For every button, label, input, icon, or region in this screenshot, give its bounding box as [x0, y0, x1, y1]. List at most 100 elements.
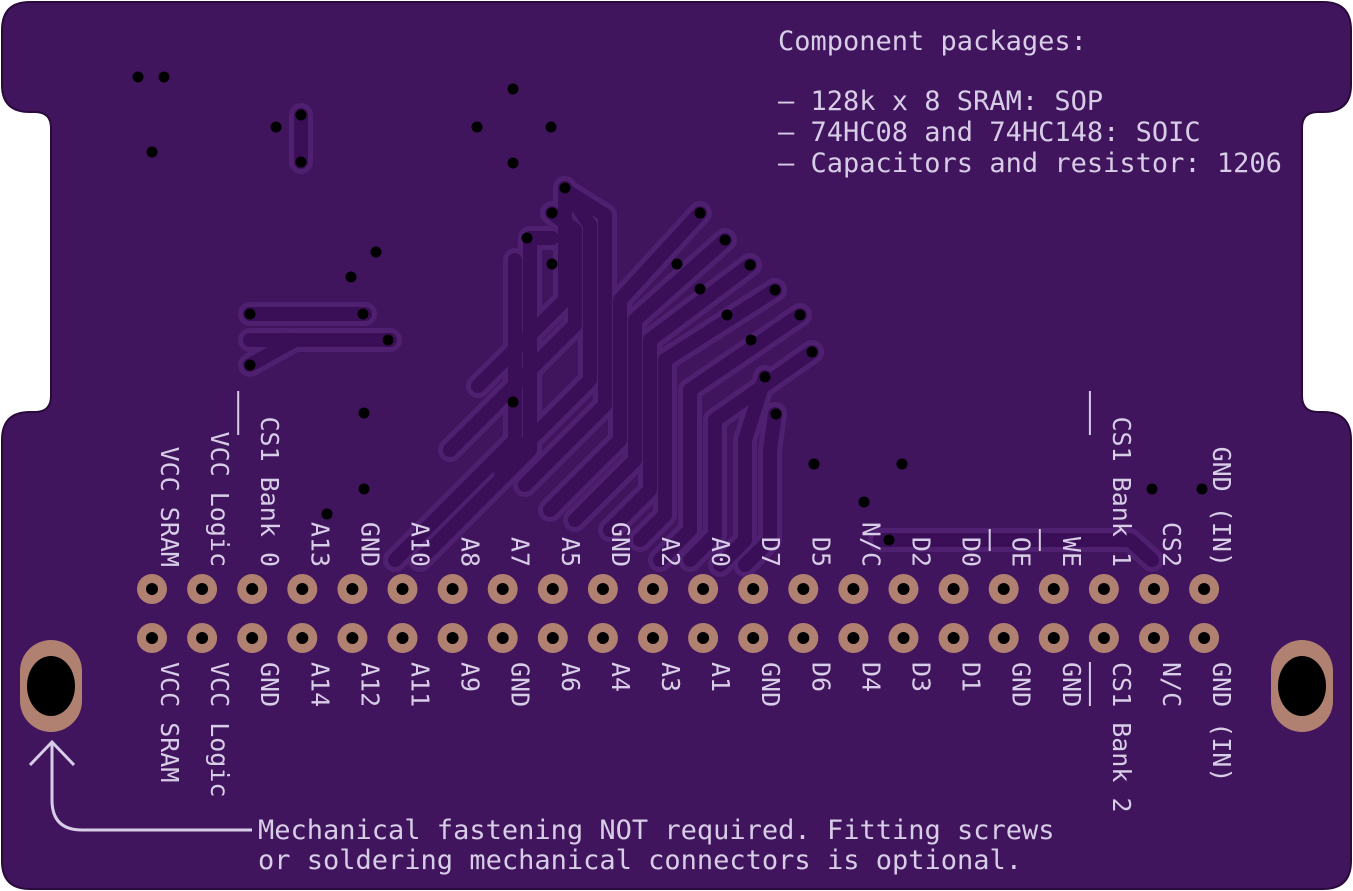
header-pad — [988, 623, 1019, 653]
pin-label: OE — [1007, 537, 1036, 567]
via — [719, 234, 731, 246]
pin-label: CS2 — [1157, 522, 1186, 567]
pin-label: VCC SRAM — [155, 662, 184, 782]
header-pad — [237, 623, 268, 653]
trace — [603, 258, 757, 537]
trace — [873, 533, 1159, 567]
header-pad — [537, 623, 568, 653]
pin-label: GND — [756, 662, 785, 707]
via — [759, 371, 771, 383]
pin-label: A1 — [706, 662, 735, 692]
header-pad — [537, 574, 568, 604]
header-pad — [587, 574, 618, 604]
header-pad — [437, 623, 468, 653]
fastening-line-1: Mechanical fastening NOT required. Fitti… — [258, 815, 1055, 846]
pin-label: A10 — [406, 522, 435, 567]
arrow-head-icon — [28, 739, 76, 767]
via — [545, 121, 557, 133]
via — [769, 284, 781, 296]
via — [808, 458, 820, 470]
header-pad — [287, 574, 318, 604]
pin-label: A6 — [556, 662, 585, 692]
header-pad — [1139, 623, 1169, 653]
pin-label: GND — [355, 522, 384, 567]
packages-title: Component packages: — [778, 26, 1087, 57]
header-pad — [788, 623, 819, 653]
pin-label: GND — [1057, 662, 1086, 707]
pin-label: GND (IN) — [1207, 662, 1236, 782]
header-pad — [638, 574, 668, 604]
packages-line-passives: – Capacitors and resistor: 1206 — [778, 148, 1282, 179]
via — [721, 309, 733, 321]
pin-label: A11 — [406, 662, 435, 707]
pin-label: D6 — [806, 662, 835, 692]
pin-label: A7 — [506, 537, 535, 567]
pin-label: WE — [1057, 537, 1086, 567]
header-pad — [487, 623, 518, 653]
via — [745, 334, 757, 346]
header-pad — [738, 574, 769, 604]
header-pad — [688, 623, 719, 653]
pin-label: CS1 Bank 1 — [1107, 416, 1136, 567]
arrow-icon — [50, 742, 252, 832]
pin-label: A3 — [656, 662, 685, 692]
header-pad — [1088, 574, 1119, 604]
pin-label: A13 — [305, 522, 334, 567]
pin-label: GND — [1007, 662, 1036, 707]
trace — [653, 308, 807, 567]
trace — [738, 407, 782, 572]
pin-label: A0 — [706, 537, 735, 567]
via — [1146, 483, 1158, 495]
pin-label: D3 — [907, 662, 936, 692]
header-pad — [888, 623, 919, 653]
via — [295, 156, 307, 168]
via — [370, 246, 382, 258]
trace — [388, 253, 522, 567]
pin-label: GND — [255, 662, 284, 707]
pin-label: CS1 Bank 0 — [255, 416, 284, 567]
header-pad — [1139, 574, 1169, 604]
header-pad — [938, 574, 969, 604]
pin-label: A14 — [305, 662, 334, 707]
header-pad — [988, 574, 1019, 604]
header-pad — [688, 574, 719, 604]
via — [671, 258, 683, 270]
pin-label: GND — [506, 662, 535, 707]
trace — [568, 233, 732, 527]
via — [559, 182, 571, 194]
header-pad — [237, 574, 268, 604]
via — [507, 396, 519, 408]
trace — [713, 370, 772, 572]
header-pad — [587, 623, 618, 653]
header-pad — [437, 574, 468, 604]
packages-note: Component packages: – 128k x 8 SRAM: SOP… — [778, 26, 1282, 179]
mounting-hole-left — [20, 640, 82, 732]
pin-label: VCC Logic — [205, 432, 234, 567]
header-pad — [137, 574, 167, 604]
via — [744, 259, 756, 271]
pin-label: GND (IN) — [1207, 447, 1236, 567]
header-pad — [788, 574, 819, 604]
trace — [243, 333, 302, 372]
via — [132, 71, 144, 83]
via — [382, 334, 394, 346]
fastening-note: Mechanical fastening NOT required. Fitti… — [28, 739, 1055, 876]
header-pad — [187, 623, 218, 653]
via — [507, 83, 519, 95]
header-pad — [137, 623, 167, 653]
via — [358, 407, 370, 419]
via — [694, 207, 706, 219]
header-pad — [1038, 623, 1069, 653]
pin-label: A8 — [456, 537, 485, 567]
header-pad — [738, 623, 769, 653]
header-pad — [287, 623, 318, 653]
header-pad — [838, 574, 869, 604]
pin-label: GND — [606, 522, 635, 567]
header-pad — [387, 623, 418, 653]
via — [471, 121, 483, 133]
header-pad — [387, 574, 418, 604]
via — [244, 359, 256, 371]
pin-label: N/C — [1157, 662, 1186, 707]
via — [321, 508, 333, 520]
